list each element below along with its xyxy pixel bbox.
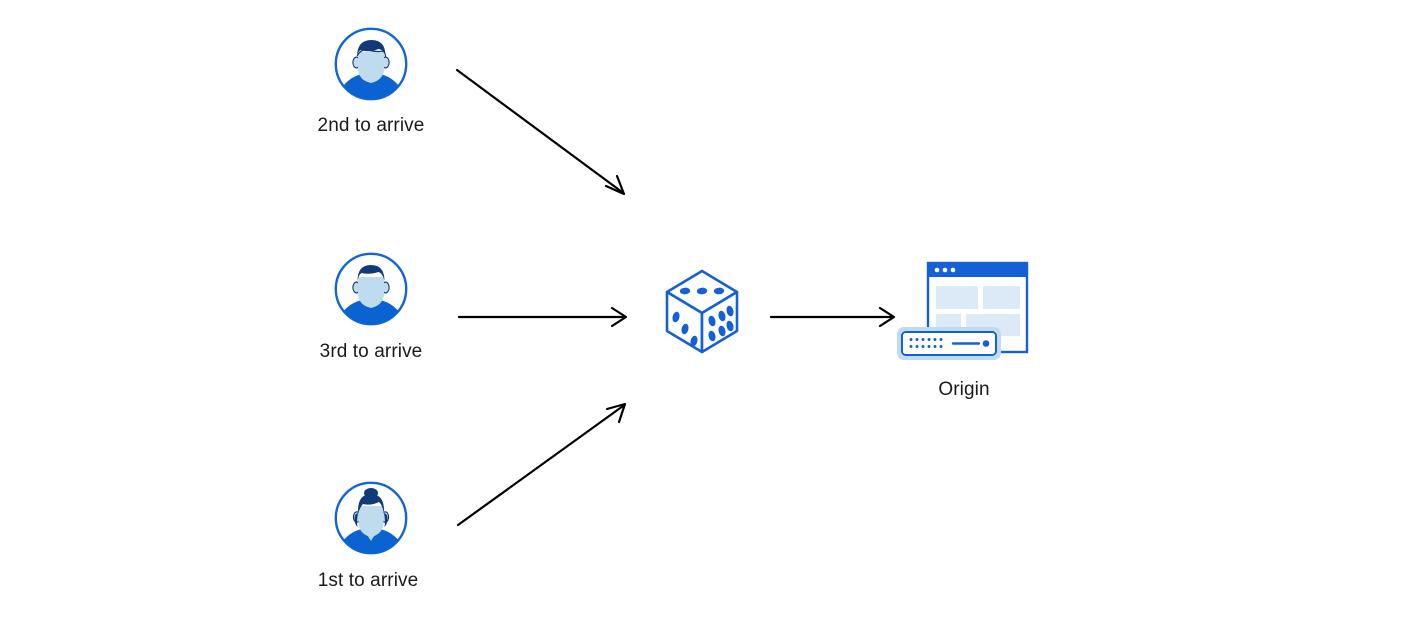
node-client-2nd — [333, 26, 409, 102]
node-client-3rd — [333, 251, 409, 327]
node-origin — [896, 258, 1036, 362]
label-client-1st: 1st to arrive — [317, 570, 419, 591]
node-randomizer — [660, 266, 744, 358]
edge-3rd-to-dice — [457, 306, 628, 328]
node-client-1st — [333, 480, 409, 556]
avatar-icon — [334, 481, 408, 555]
label-client-2nd: 2nd to arrive — [317, 115, 425, 136]
avatar-icon — [334, 27, 408, 101]
edge-2nd-to-dice — [455, 68, 626, 196]
avatar-icon — [334, 252, 408, 326]
label-client-3rd: 3rd to arrive — [319, 341, 423, 362]
label-origin: Origin — [938, 379, 990, 400]
router-device — [897, 327, 1001, 360]
edge-1st-to-dice — [456, 402, 627, 527]
edge-dice-to-origin — [769, 306, 896, 328]
dice-icon — [665, 269, 739, 354]
origin-server-icon — [897, 261, 1029, 360]
